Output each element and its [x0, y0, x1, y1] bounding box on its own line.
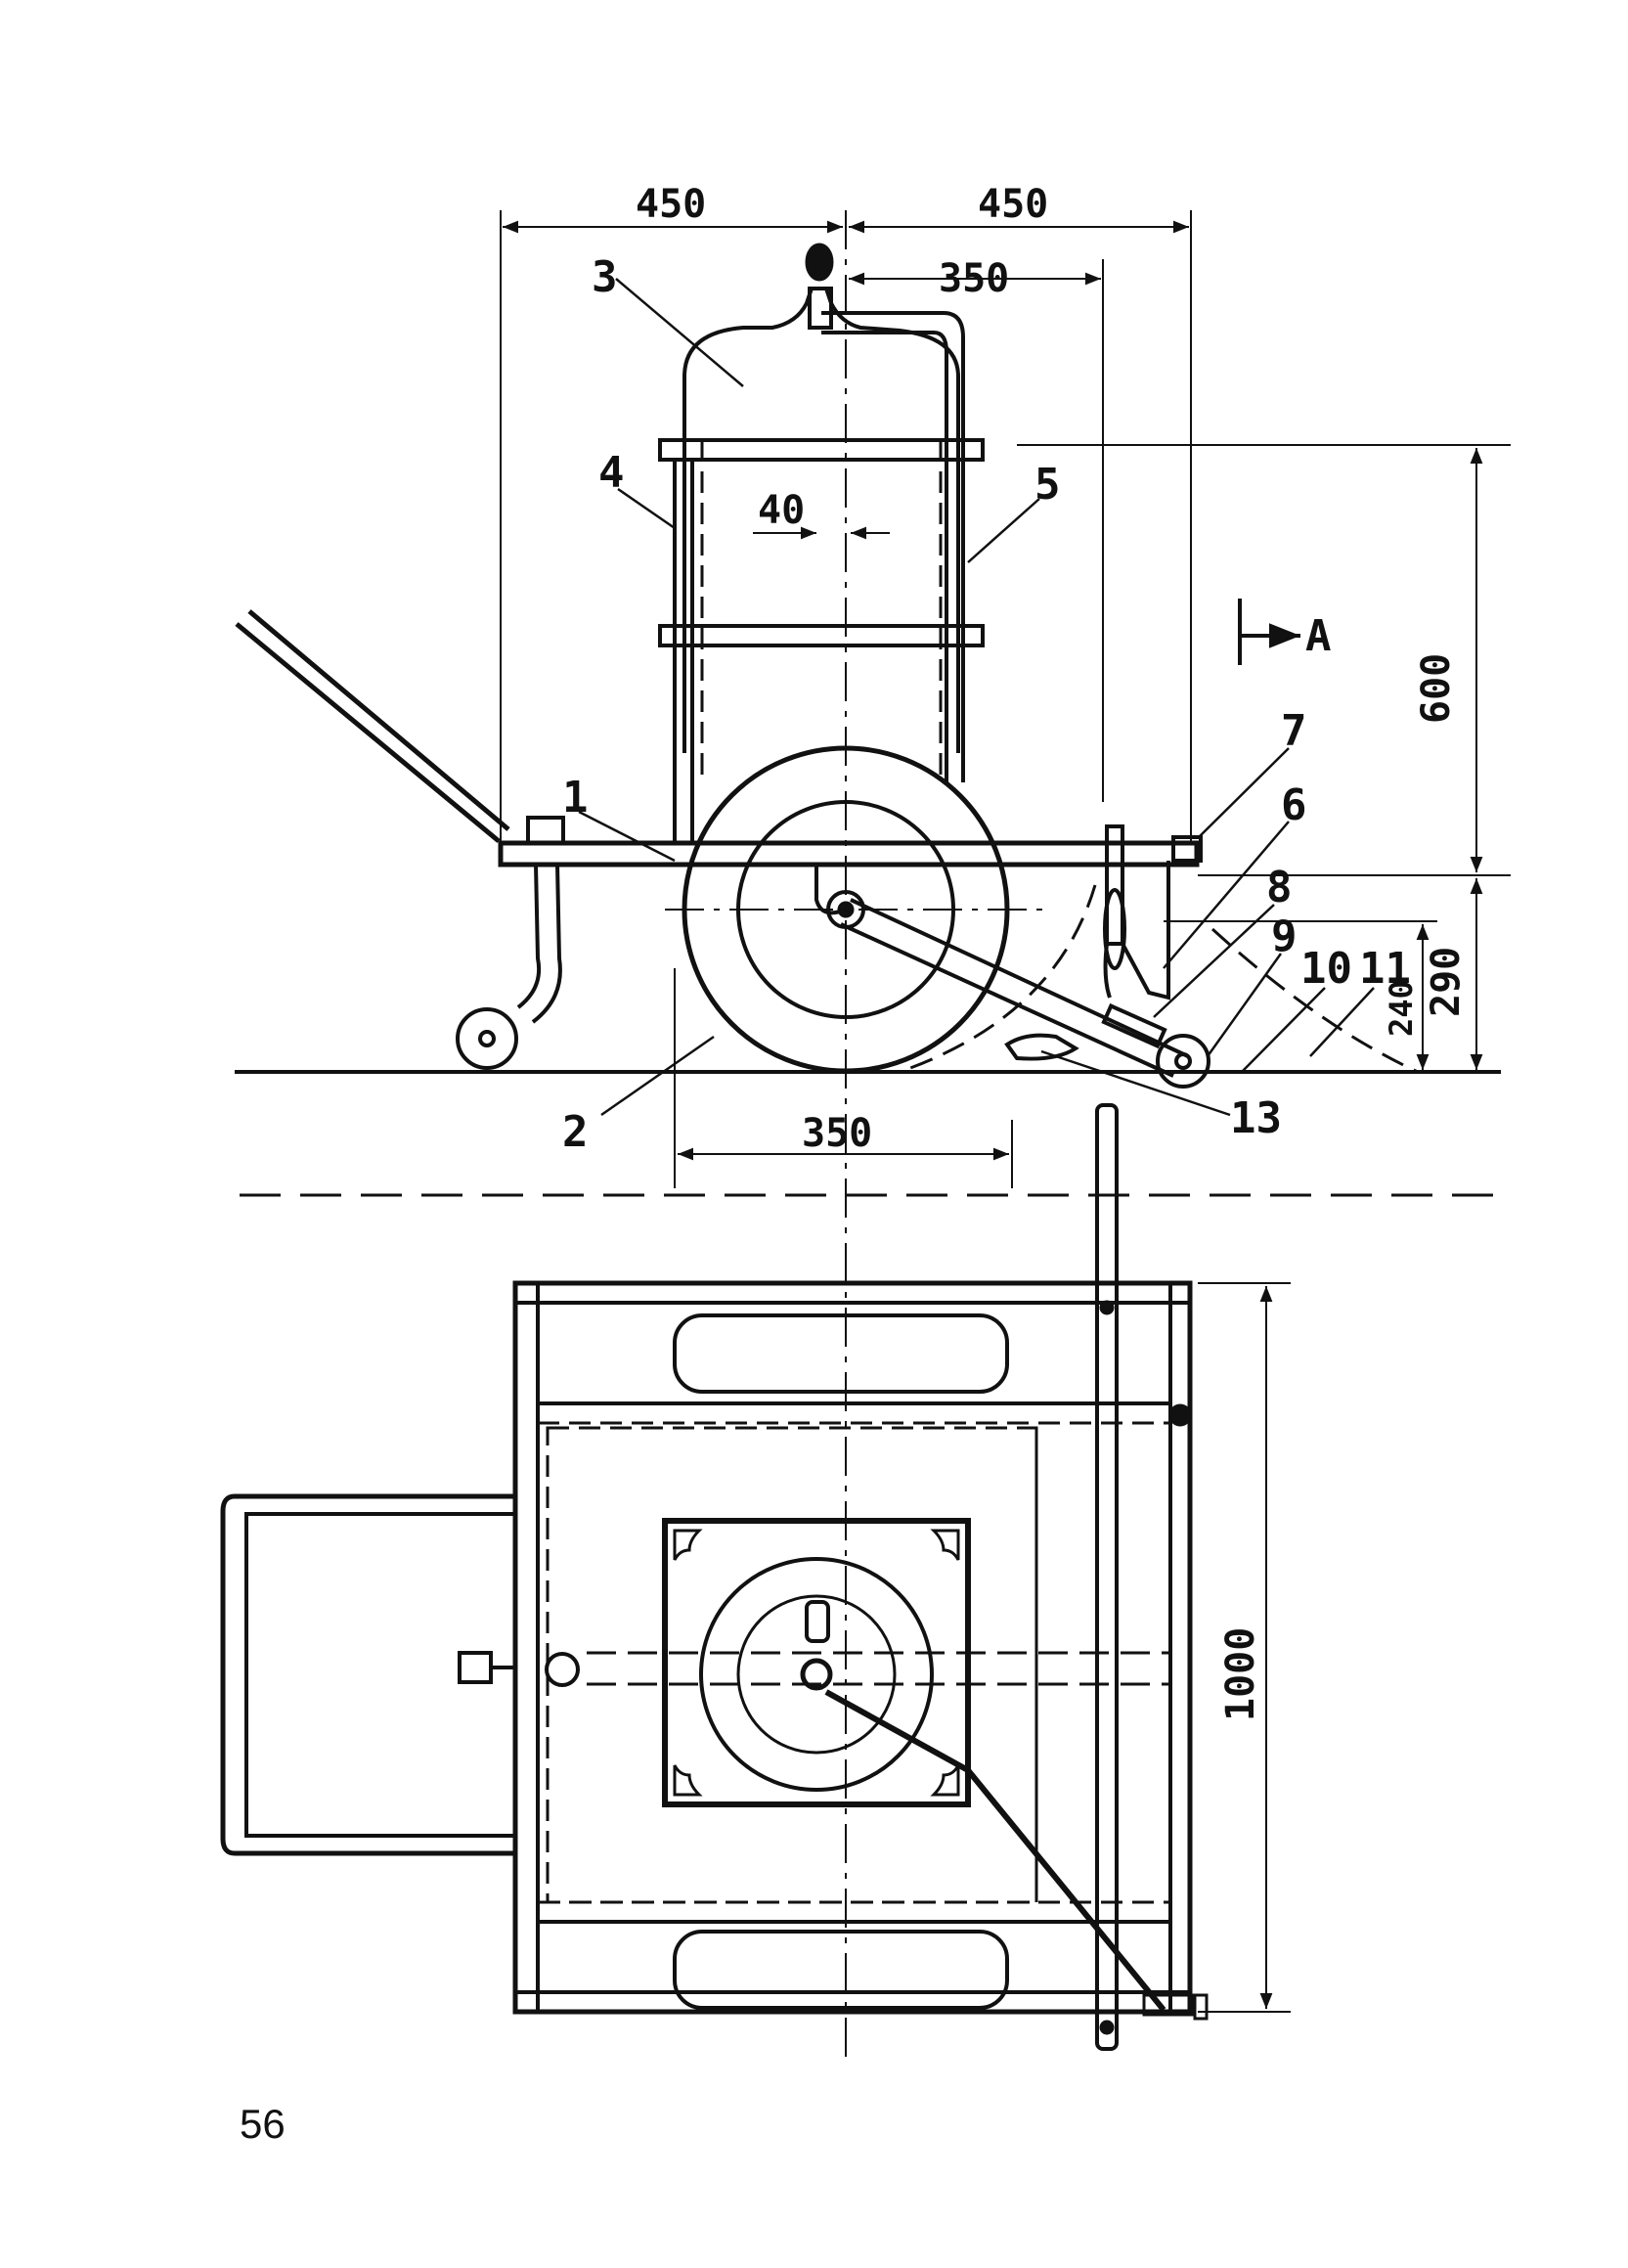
dim-450-left: 450: [636, 182, 706, 227]
cylinder-band-upper: [658, 438, 985, 462]
front-castor: [456, 864, 562, 1070]
cylinder-top-outer: [699, 1557, 934, 1792]
stand-rod-plan: [1095, 1103, 1119, 2051]
handle-plan: [220, 1493, 515, 1856]
plan-view: [220, 1103, 1291, 2051]
dim-600: 600: [1414, 653, 1459, 724]
callout-2: 2: [562, 1107, 589, 1157]
valve: [805, 243, 834, 282]
dimension-labels: 450 450 350 40 600 290 240 350 1000 A: [636, 182, 1469, 1721]
holder-rail-4: [673, 460, 694, 843]
rear-castor: [1156, 1034, 1210, 1089]
stand-post: [1103, 824, 1170, 1001]
dim-350-base: 350: [802, 1111, 872, 1156]
callout-3: 3: [592, 252, 618, 302]
callout-13: 13: [1230, 1093, 1282, 1143]
frame-bar: [498, 816, 1203, 867]
tread-front: [673, 1313, 1009, 1394]
support-rod-5: [821, 311, 965, 782]
cylinder-plate: [662, 1518, 971, 1807]
dim-350-top: 350: [939, 256, 1009, 301]
dim-1000: 1000: [1218, 1627, 1263, 1721]
dim-240: 240: [1383, 980, 1420, 1037]
tread-rear: [673, 1930, 1009, 2010]
swing-arc-outer: [1210, 927, 1419, 1074]
callout-4: 4: [598, 448, 625, 498]
callout-7: 7: [1281, 706, 1307, 756]
callout-11: 11: [1359, 944, 1411, 994]
callout-5: 5: [1034, 460, 1061, 510]
dim-450-right: 450: [978, 182, 1048, 227]
lever-arm: [840, 898, 1189, 1078]
section-marker-label: A: [1305, 611, 1332, 661]
dim-290: 290: [1424, 947, 1469, 1017]
cylinder-top-inner: [736, 1594, 897, 1755]
side-view: [235, 210, 1511, 2059]
plan-frame: [512, 1280, 1193, 2015]
dim-40: 40: [758, 488, 805, 533]
hub-bolt: [545, 1652, 580, 1687]
callout-10: 10: [1300, 944, 1352, 994]
chain-13: [1004, 1033, 1079, 1061]
callout-1: 1: [562, 773, 589, 823]
gas-cylinder: [682, 243, 960, 782]
callout-leaders: [578, 278, 1375, 1117]
callout-labels: 3 4 5 1 7 6 8 9 10 11 2 13: [562, 252, 1411, 1157]
main-wheel: [665, 745, 1046, 1074]
callout-6: 6: [1281, 780, 1307, 830]
page-number: 56: [240, 2101, 286, 2147]
tow-handle: [235, 609, 510, 843]
cylinder-band-lower: [658, 624, 985, 647]
callout-8: 8: [1266, 863, 1293, 912]
section-marker-a: [1238, 599, 1300, 665]
callout-9: 9: [1271, 912, 1298, 961]
